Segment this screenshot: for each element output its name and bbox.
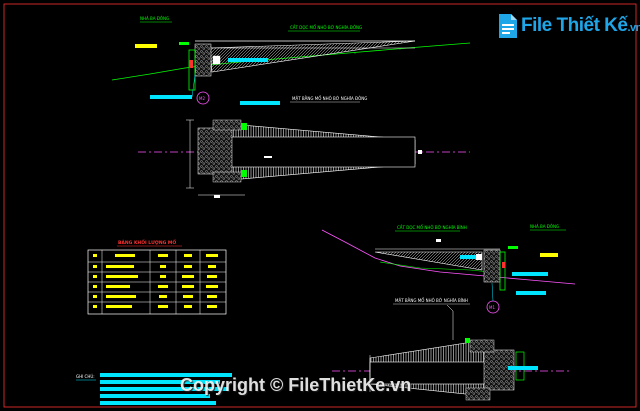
top-plan-view: MẶT BẰNG MỐ NHÔ BỜ NGHĨA ĐÔNG xyxy=(138,96,470,198)
logo-text: File Thiết Kế xyxy=(521,15,628,36)
quantity-table: BẢNG KHỐI LƯỢNG MỐ xyxy=(87,238,227,315)
bottom-embankment-wedge xyxy=(374,251,483,271)
top-abutment-body xyxy=(194,43,212,77)
bottom-slope-line xyxy=(321,229,576,285)
bottom-circle-tag-label: M1 xyxy=(489,305,495,310)
bottom-plan-title: MẶT BẰNG MỐ NHÔ BỜ NGHĨA BÌNH xyxy=(395,298,468,303)
notes-label: GHI CHÚ: xyxy=(76,374,95,379)
logo-domain: .vn xyxy=(627,22,640,34)
bottom-small-label: NHÀ BA ĐÔNG xyxy=(530,224,559,229)
drawing-frame xyxy=(3,3,637,408)
bottom-section-title: CẮT DỌC MỐ NHÔ BỜ NGHĨA BÌNH xyxy=(397,225,467,230)
filethietke-logo: File Thiết Kế.vn xyxy=(497,12,640,42)
top-embankment-wedge xyxy=(209,40,416,73)
bottom-plan-view: MẶT BẰNG MỐ NHÔ BỜ NGHĨA BÌNH xyxy=(332,298,572,401)
top-plan-title: MẶT BẰNG MỐ NHÔ BỜ NGHĨA ĐÔNG xyxy=(292,96,367,101)
top-circle-tag xyxy=(196,91,210,105)
top-circle-tag-label: M2 xyxy=(199,96,205,101)
bottom-longitudinal-section: CẮT DỌC MỐ NHÔ BỜ NGHĨA BÌNH NHÀ BA ĐÔNG… xyxy=(321,224,576,314)
top-plan-abutment xyxy=(197,127,233,175)
copyright-watermark: Copyright © FileThietKe.vn xyxy=(180,375,412,395)
bottom-abutment-body xyxy=(483,249,501,283)
notes-block: GHI CHÚ: xyxy=(76,373,232,405)
top-longitudinal-section: NHÀ BA ĐÔNG CẮT DỌC MỐ NHÔ BỜ NGHĨA ĐÔNG… xyxy=(111,16,471,105)
table-title: BẢNG KHỐI LƯỢNG MỐ xyxy=(118,238,176,246)
logo-file-icon xyxy=(499,14,517,38)
top-section-title: CẮT DỌC MỐ NHÔ BỜ NGHĨA ĐÔNG xyxy=(290,25,362,30)
top-small-label: NHÀ BA ĐÔNG xyxy=(140,16,169,21)
